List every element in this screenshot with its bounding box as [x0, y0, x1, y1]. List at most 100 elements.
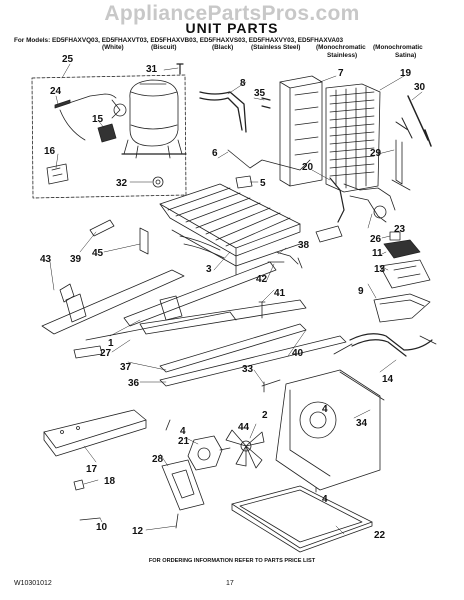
cover-9 — [373, 293, 431, 323]
color-mono-2: (Monochromatic — [373, 44, 423, 51]
callout-29: 29 — [370, 148, 382, 159]
callout-43: 43 — [40, 254, 52, 265]
color-mono-2-line2: Satina) — [395, 52, 417, 59]
callout-18: 18 — [104, 476, 116, 487]
callout-34: 34 — [356, 418, 368, 429]
callout-9: 9 — [358, 286, 364, 297]
compressor — [111, 79, 187, 159]
callout-37: 37 — [120, 362, 132, 373]
heater-29 — [391, 139, 411, 191]
grommet-32 — [152, 176, 164, 188]
callout-41: 41 — [274, 288, 286, 299]
part-39 — [89, 219, 115, 237]
sensor-38 — [275, 251, 303, 269]
callout-22: 22 — [374, 530, 386, 541]
fan-shroud-34 — [275, 369, 385, 491]
color-stainless: (Stainless Steel) — [251, 44, 301, 51]
part-45 — [139, 227, 149, 255]
board-11 — [383, 239, 421, 259]
drain-pan-22 — [231, 485, 373, 553]
harness-24 — [59, 93, 117, 107]
color-mono-1-line2: Stainless) — [327, 52, 358, 59]
watermark: AppliancePartsPros.com — [104, 2, 360, 25]
tube-6 — [227, 149, 311, 171]
callout-35: 35 — [254, 88, 266, 99]
page-number: 17 — [226, 580, 234, 587]
screw-31 — [176, 63, 184, 75]
callout-31: 31 — [146, 64, 158, 75]
screw-12 — [175, 513, 179, 529]
color-black: (Black) — [212, 44, 234, 51]
callout-1: 1 — [108, 338, 114, 349]
callout-4e: 4 — [180, 426, 186, 437]
fan-blade-44 — [225, 429, 265, 469]
callout-19: 19 — [400, 68, 412, 79]
panel-17 — [43, 409, 147, 457]
callout-45: 45 — [92, 248, 104, 259]
document-number: W10301012 — [14, 580, 52, 587]
callout-40: 40 — [292, 348, 304, 359]
callout-4c: 4 — [322, 494, 328, 505]
part-10 — [79, 517, 101, 521]
callout-36: 36 — [128, 378, 140, 389]
rail-37 — [159, 323, 307, 373]
callout-32: 32 — [116, 178, 128, 189]
callout-27: 27 — [100, 348, 112, 359]
callout-15: 15 — [92, 114, 104, 125]
harness-14 — [349, 333, 433, 357]
callout-7: 7 — [338, 68, 344, 79]
callout-25: 25 — [62, 54, 74, 65]
callout-26: 26 — [370, 234, 382, 245]
callout-21: 21 — [178, 436, 190, 447]
bolt-4e — [165, 419, 171, 431]
callout-6: 6 — [212, 148, 218, 159]
callout-17: 17 — [86, 464, 98, 475]
callout-11: 11 — [372, 248, 383, 259]
color-biscuit: (Biscuit) — [151, 44, 177, 51]
callout-28: 28 — [152, 454, 164, 465]
bracket-28 — [161, 459, 205, 511]
color-mono-1: (Monochromatic — [316, 44, 366, 51]
evaporator-19 — [325, 83, 381, 193]
relay-overload — [46, 123, 117, 185]
part-13 — [379, 259, 431, 289]
callout-4a: 4 — [322, 404, 328, 415]
callout-44: 44 — [238, 422, 250, 433]
models-line: For Models: ED5FHAXVQ03, ED5FHAXVT03, ED… — [14, 37, 344, 44]
bracket-5 — [235, 175, 253, 189]
connector-23 — [373, 205, 387, 219]
page-title: UNIT PARTS — [185, 20, 279, 36]
probe-30 — [407, 95, 432, 147]
callout-24: 24 — [50, 86, 62, 97]
callout-16: 16 — [44, 146, 56, 157]
callout-13: 13 — [374, 264, 386, 275]
screw-33 — [261, 379, 281, 393]
callout-10: 10 — [96, 522, 108, 533]
callout-30: 30 — [414, 82, 426, 93]
condenser-7 — [279, 75, 323, 187]
callout-8: 8 — [240, 78, 246, 89]
callout-5: 5 — [260, 178, 266, 189]
callout-3: 3 — [206, 264, 212, 275]
callout-33: 33 — [242, 364, 254, 375]
callout-42: 42 — [256, 274, 268, 285]
callout-38: 38 — [298, 240, 310, 251]
tube-8 — [199, 91, 247, 133]
foot-18 — [73, 479, 85, 491]
callout-20: 20 — [302, 162, 314, 173]
callout-12: 12 — [132, 526, 144, 537]
part-35 — [261, 97, 271, 109]
ordering-footer: FOR ORDERING INFORMATION REFER TO PARTS … — [148, 558, 316, 564]
callout-39: 39 — [70, 254, 82, 265]
fan-motor-21 — [187, 435, 231, 471]
callout-14: 14 — [382, 374, 394, 385]
leader-lines — [49, 63, 423, 535]
harness-20 — [329, 177, 345, 223]
shroud-3 — [159, 183, 301, 277]
callout-23: 23 — [394, 224, 406, 235]
callout-2: 2 — [262, 410, 268, 421]
rail-36 — [159, 335, 347, 387]
color-white: (White) — [102, 44, 124, 51]
base-frame — [41, 261, 307, 359]
